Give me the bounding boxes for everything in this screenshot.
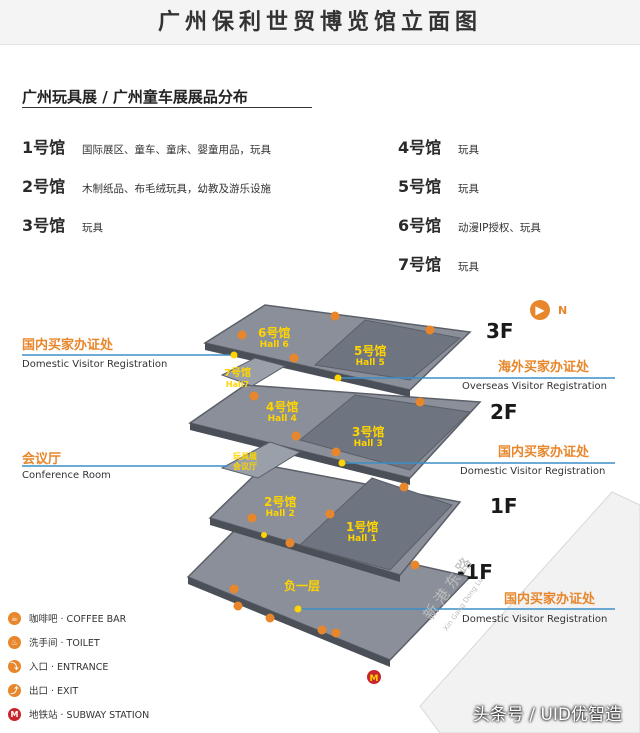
hall-1-label: 1号馆 Hall 1 [346,520,379,544]
toilet-icon: ♨ [8,635,21,649]
registration-marker [338,459,346,467]
conference-label: 玩具展 会议厅 [233,452,257,471]
coffee-icon [325,509,335,519]
toilet-icon [229,584,239,594]
callout-domestic-3f: 国内买家办证处 [22,338,114,353]
subway-icon: M [8,707,21,721]
hall-2-label: 2号馆 Hall 2 [264,495,297,519]
hall-list-item: 5号馆 玩具 [398,173,479,197]
subtitle-underline [22,107,312,108]
floor-2f-edge [190,423,410,485]
hall-3-area [298,394,472,471]
exit-icon [233,601,243,611]
toilet-icon [330,311,340,321]
registration-marker [230,351,238,359]
svg-text:M: M [370,674,379,684]
hall-6-label: 6号馆 Hall 6 [258,326,291,350]
coffee-icon: ☕ [8,611,21,625]
floor-label: 3F [486,319,514,343]
legend-item: ⤵ 入口 · ENTRANCE [8,659,108,673]
hall-number: 6号馆 [398,216,442,235]
callout-domestic-3f-en: Domestic Visitor Registration [22,359,168,370]
hall-5-area [313,319,462,381]
toilet-icon [331,447,341,457]
watermark: 头条号 / UID优智造 [472,705,622,725]
floor-label: 2F [490,400,518,424]
toilet-icon [415,397,425,407]
subway-icon [367,670,381,684]
floor-label: -1F [457,560,493,584]
marker-dot [261,532,267,538]
road [419,491,640,733]
hall-number: 3号馆 [22,216,66,235]
floor-1f-edge [210,518,400,582]
entrance-icon [317,625,327,635]
toilet-icon [247,513,257,523]
callout-conference: 会议厅 [22,452,62,467]
page-title: 广州保利世贸博览馆立面图 [157,9,482,35]
hall-description: 玩具 [458,144,479,156]
hall-list-item: 2号馆 木制纸品、布毛绒玩具，幼教及游乐设施 [22,173,271,197]
legend-item: M 地铁站 · SUBWAY STATION [8,707,149,721]
hall-5-label: 5号馆 Hall 5 [354,344,387,368]
callout-domestic-2f: 国内买家办证处 [498,445,590,460]
hall-list-item: 6号馆 动漫IP授权、玩具 [398,212,541,236]
exit-icon [285,538,295,548]
toilet-icon [237,330,247,340]
hall-number: 2号馆 [22,177,66,196]
callout-overseas: 海外买家办证处 [498,360,590,375]
entrance-icon [289,353,299,363]
hall-4-label: 4号馆 Hall 4 [266,400,299,424]
exit-icon [291,431,301,441]
subtitle: 广州玩具展 / 广州童车展展品分布 [22,88,248,106]
hall-3-label: 3号馆 Hall 3 [352,425,385,449]
callout-domestic-b1: 国内买家办证处 [504,592,596,607]
hall-description: 动漫IP授权、玩具 [458,222,541,234]
callout-conference-en: Conference Room [22,470,111,481]
hall-description: 木制纸品、布毛绒玩具，幼教及游乐设施 [82,183,271,195]
title-bar [0,0,640,45]
legend-item: ♨ 洗手间 · TOILET [8,635,100,649]
hall-description: 国际展区、童车、童床、婴童用品，玩具 [82,144,271,156]
hall-list-item: 4号馆 玩具 [398,134,479,158]
toilet-icon [399,482,409,492]
hall-description: 玩具 [458,183,479,195]
floor-3f-edge [205,343,410,397]
floor-b1-edge [188,577,390,667]
exit-icon: ⤴ [8,683,21,697]
entrance-icon: ⤵ [8,659,21,673]
registration-marker [294,605,302,613]
hall-list-item: 3号馆 玩具 [22,212,103,236]
hall-1-area [299,477,453,571]
hall-description: 玩具 [82,222,103,234]
floor-label: 1F [490,494,518,518]
coffee-icon [265,613,275,623]
hall-list-item: 1号馆 国际展区、童车、童床、婴童用品，玩具 [22,134,271,158]
toilet-icon [331,628,341,638]
hall-7-label: 7号馆 Hall7 [224,368,251,389]
hall-number: 5号馆 [398,177,442,196]
basement-label: 负一层 [284,579,321,593]
hall-number: 4号馆 [398,138,442,157]
callout-overseas-en: Overseas Visitor Registration [462,381,607,392]
toilet-icon [410,560,420,570]
toilet-icon [249,391,259,401]
hall-number: 7号馆 [398,255,442,274]
callout-domestic-b1-en: Domestic Visitor Registration [462,614,608,625]
north-arrow-icon: ▶ [530,300,550,320]
north-indicator: ▶ N [530,300,567,320]
legend-item: ☕ 咖啡吧 · COFFEE BAR [8,611,126,625]
hall-list-item: 7号馆 玩具 [398,251,479,275]
north-label: N [558,303,568,317]
hall-number: 1号馆 [22,138,66,157]
hall-7-area [220,357,287,387]
callout-domestic-2f-en: Domestic Visitor Registration [460,466,606,477]
registration-marker [334,374,342,382]
legend-item: ⤴ 出口 · EXIT [8,683,78,697]
toilet-icon [425,325,435,335]
conference-area [220,441,302,479]
hall-description: 玩具 [458,261,479,273]
